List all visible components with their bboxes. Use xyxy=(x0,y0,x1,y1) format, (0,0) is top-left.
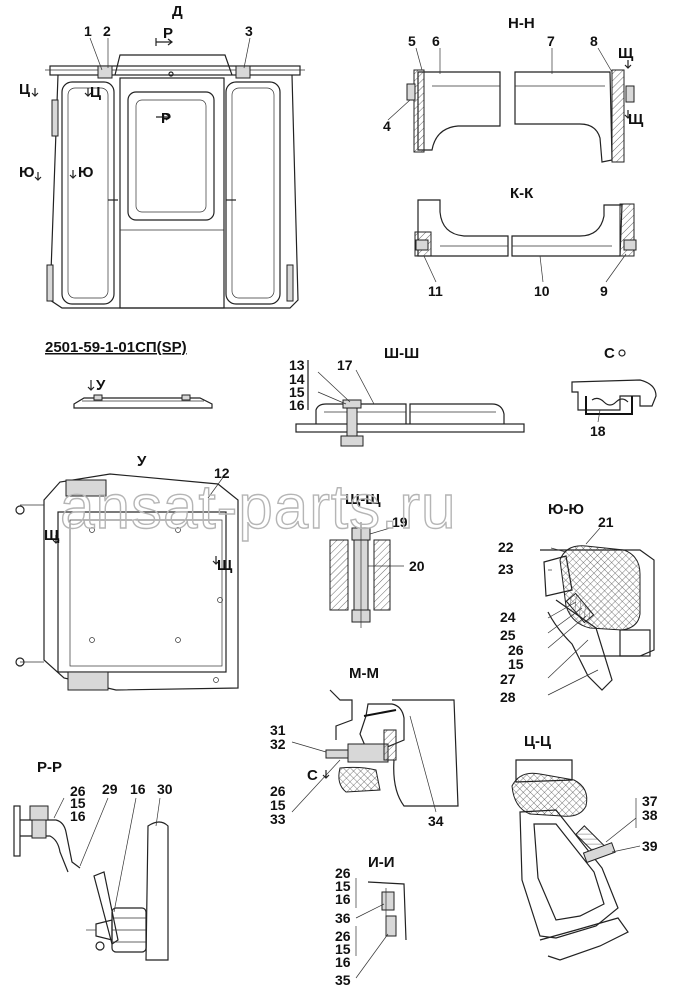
section-yuyu-drawing: Ю-Ю xyxy=(540,501,655,696)
callout-15-ii-b: 15 xyxy=(335,941,351,957)
section-shsh-drawing: Ш-Ш xyxy=(295,345,525,447)
callout-35: 35 xyxy=(335,972,351,988)
callout-36: 36 xyxy=(335,910,351,926)
sheet-code: 2501-59-1-01СП(SP) xyxy=(45,339,187,356)
callout-26-yuyu: 26 xyxy=(508,642,524,658)
callout-24: 24 xyxy=(500,609,516,625)
callout-15-mm: 15 xyxy=(270,797,286,813)
callout-16-rr: 16 xyxy=(70,808,86,824)
callout-27: 27 xyxy=(500,671,516,687)
callout-19: 19 xyxy=(392,514,408,530)
section-nn-drawing: Н-Н xyxy=(387,15,635,163)
callout-12: 12 xyxy=(214,465,230,481)
callout-34: 34 xyxy=(428,813,444,829)
callout-18: 18 xyxy=(590,423,606,439)
section-rr-drawing: Р-Р xyxy=(13,759,169,961)
callout-20: 20 xyxy=(409,558,425,574)
section-ii-drawing: И-И xyxy=(355,854,407,979)
view-mark-u: У xyxy=(96,377,106,394)
callout-13: 13 xyxy=(289,357,305,373)
section-title-kk: К-К xyxy=(510,185,534,202)
callout-30: 30 xyxy=(157,781,173,797)
view-mark-p-mid: Р xyxy=(161,110,171,127)
view-mark-ts-left: Ц xyxy=(19,81,30,98)
callout-15-shsh: 15 xyxy=(289,384,305,400)
callout-25: 25 xyxy=(500,627,516,643)
callout-26-mm: 26 xyxy=(270,783,286,799)
callout-2: 2 xyxy=(103,23,111,39)
small-profile-view xyxy=(73,380,213,409)
section-title-d: Д xyxy=(172,3,183,20)
callout-6: 6 xyxy=(432,33,440,49)
callout-1: 1 xyxy=(84,23,92,39)
view-mark-shch-nn-bottom: Щ xyxy=(628,111,644,128)
view-s-drawing: С xyxy=(571,345,657,423)
callout-31: 31 xyxy=(270,722,286,738)
section-title-mm: М-М xyxy=(349,665,379,682)
callout-7: 7 xyxy=(547,33,555,49)
callout-16-rr-b: 16 xyxy=(130,781,146,797)
callout-26-ii-b: 26 xyxy=(335,928,351,944)
callout-29: 29 xyxy=(102,781,118,797)
callout-16-ii-b: 16 xyxy=(335,954,351,970)
section-shchshch-drawing: Щ-Щ xyxy=(329,491,404,628)
view-mark-yu-right: Ю xyxy=(78,164,93,181)
callout-21: 21 xyxy=(598,514,614,530)
callout-15-ii-a: 15 xyxy=(335,878,351,894)
section-title-yuyu: Ю-Ю xyxy=(548,501,584,518)
callout-4: 4 xyxy=(383,118,391,134)
callout-26-ii-a: 26 xyxy=(335,865,351,881)
view-mark-ts-right: Ц xyxy=(90,84,101,101)
callout-16-shsh: 16 xyxy=(289,397,305,413)
callout-5: 5 xyxy=(408,33,416,49)
callout-26-rr: 26 xyxy=(70,783,86,799)
view-mark-yu-left: Ю xyxy=(19,164,34,181)
watermark: ansat-parts.ru xyxy=(60,473,457,542)
callout-22: 22 xyxy=(498,539,514,555)
callout-14: 14 xyxy=(289,371,305,387)
view-mark-shch-nn-top: Щ xyxy=(618,45,634,62)
section-tsts-drawing: Ц-Ц xyxy=(511,733,641,961)
callout-11: 11 xyxy=(428,283,443,299)
callout-23: 23 xyxy=(498,561,514,577)
callout-33: 33 xyxy=(270,811,286,827)
section-title-u: У xyxy=(137,453,147,470)
view-d-drawing: Д xyxy=(31,3,305,309)
section-title-tsts: Ц-Ц xyxy=(524,733,551,750)
section-title-nn: Н-Н xyxy=(508,15,535,32)
view-mark-shch-u-right: Щ xyxy=(217,557,233,574)
section-title-shchshch: Щ-Щ xyxy=(345,491,381,508)
callout-32: 32 xyxy=(270,736,286,752)
callout-9: 9 xyxy=(600,283,608,299)
callout-16-ii-a: 16 xyxy=(335,891,351,907)
callout-38: 38 xyxy=(642,807,658,823)
callout-39: 39 xyxy=(642,838,658,854)
section-title-s: С xyxy=(604,345,615,362)
view-mark-p-top: Р xyxy=(163,25,173,42)
section-title-shsh: Ш-Ш xyxy=(384,345,419,362)
callout-15-rr: 15 xyxy=(70,795,86,811)
callout-28: 28 xyxy=(500,689,516,705)
callout-37: 37 xyxy=(642,793,658,809)
section-title-ii: И-И xyxy=(368,854,395,871)
callout-10: 10 xyxy=(534,283,550,299)
view-u-drawing: У xyxy=(15,453,239,691)
view-mark-shch-u-left: Щ xyxy=(44,527,60,544)
section-kk-drawing: К-К xyxy=(414,185,637,283)
callout-8: 8 xyxy=(590,33,598,49)
view-mark-s-mm: С xyxy=(307,767,318,784)
callout-15-yuyu: 15 xyxy=(508,656,524,672)
section-title-rr: Р-Р xyxy=(37,759,62,776)
section-mm-drawing: М-М xyxy=(291,665,459,813)
callout-17: 17 xyxy=(337,357,353,373)
callout-3: 3 xyxy=(245,23,253,39)
